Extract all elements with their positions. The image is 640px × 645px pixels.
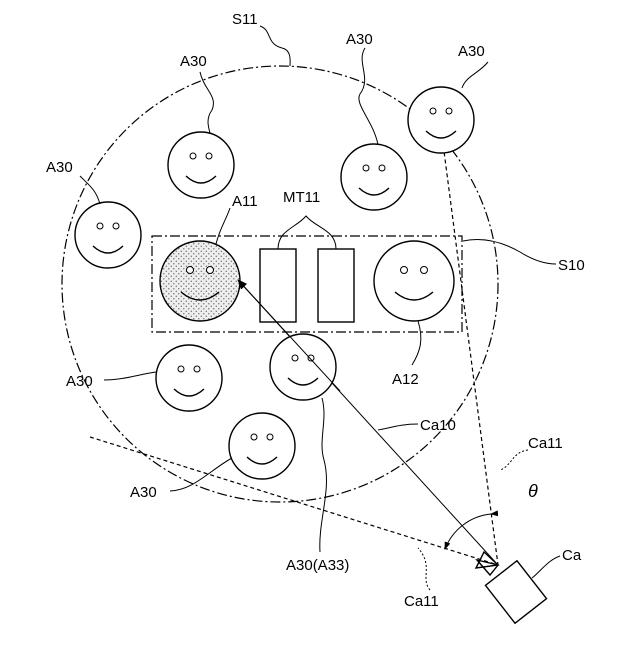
leader-s11	[260, 26, 290, 66]
label-ca11-lower: Ca11	[404, 593, 439, 610]
label-s10: S10	[558, 257, 585, 274]
face-a30-1	[168, 132, 234, 198]
leader-a30-3	[462, 62, 488, 88]
label-s11: S11	[232, 11, 258, 28]
leader-s10	[463, 239, 556, 264]
label-a30-4: A30	[46, 159, 73, 176]
leader-a11	[216, 208, 230, 244]
label-a30-5: A30	[66, 373, 93, 390]
label-ca11-upper: Ca11	[528, 435, 563, 452]
music-stand-1	[260, 249, 296, 322]
leader-a30-5	[104, 372, 156, 380]
face-a30-3	[408, 87, 474, 153]
camera-ca	[476, 552, 547, 623]
leader-a30-1	[200, 72, 213, 133]
face-a30-6	[229, 413, 295, 479]
leader-ca11-upper	[500, 450, 528, 470]
label-a11: A11	[232, 193, 258, 210]
face-a30-5	[156, 345, 222, 411]
label-a30-6: A30	[130, 484, 157, 501]
label-a30-1: A30	[180, 53, 207, 70]
music-stand-2	[318, 249, 354, 322]
face-a30-4	[75, 202, 141, 268]
label-a30-2: A30	[346, 31, 373, 48]
leader-a30-a33	[320, 398, 327, 552]
label-a12: A12	[392, 371, 419, 388]
leader-ca11-lower	[418, 548, 430, 590]
label-a30-a33: A30(A33)	[286, 557, 349, 574]
leader-a30-6	[170, 458, 232, 491]
face-a30-2	[341, 144, 407, 210]
label-mt11: MT11	[283, 189, 320, 206]
leader-ca10	[378, 424, 418, 430]
label-theta: θ	[528, 481, 538, 501]
leader-ca	[532, 556, 560, 578]
leader-a12	[412, 321, 421, 365]
label-ca10: Ca10	[420, 417, 456, 434]
label-a30-3: A30	[458, 43, 485, 60]
face-a12	[374, 241, 454, 321]
mt11-bracket	[278, 216, 336, 249]
camera-lens-inner	[476, 552, 498, 568]
leader-a30-2	[359, 48, 378, 145]
label-ca: Ca	[562, 547, 582, 564]
face-a30-a33	[270, 334, 336, 400]
face-a11	[160, 241, 240, 321]
fov-line-upper	[436, 90, 498, 565]
